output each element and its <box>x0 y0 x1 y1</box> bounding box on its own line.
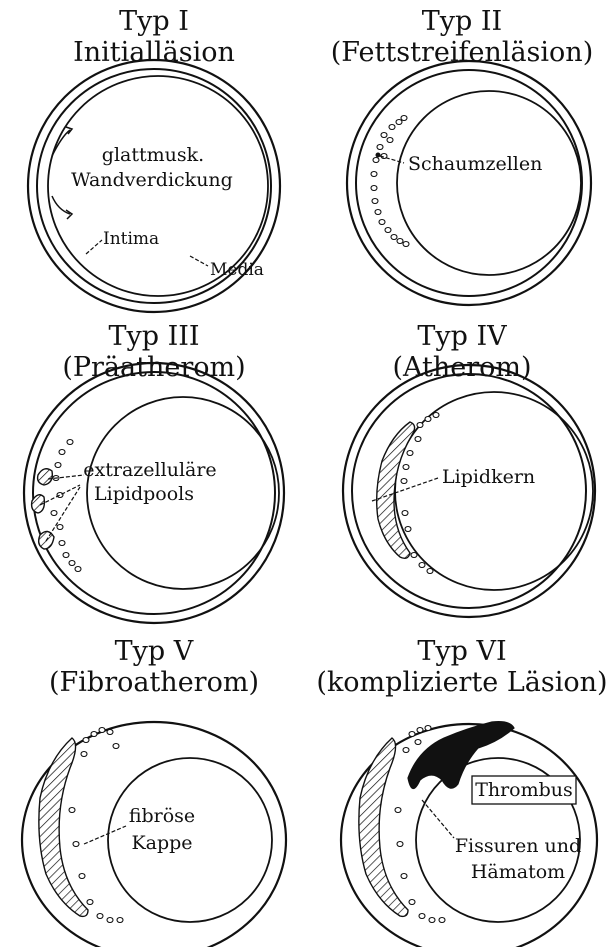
label-kappe: Kappe <box>131 832 192 854</box>
lipid-pool-upper <box>38 469 53 485</box>
label-fibroese: fibröse <box>129 805 195 827</box>
panel-typ-5: Typ V (Fibroatherom) fibröse Kappe <box>0 630 308 945</box>
vessel-lumen <box>397 91 581 275</box>
panel-typ-3: Typ III (Präatherom) extrazelluläre Lipi… <box>0 315 308 630</box>
vessel-diagram-typ-5: fibröse Kappe <box>0 630 308 947</box>
label-lipidkern: Lipidkern <box>442 466 535 488</box>
leader-fibroese-kappe <box>84 826 126 844</box>
label-extrazellulaere: extrazelluläre <box>83 459 216 481</box>
panel-typ-1: Typ I Initialläsion glattmusk. Wandverdi… <box>0 0 308 315</box>
label-thrombus: Thrombus <box>475 779 573 801</box>
label-wandverdickung: Wandverdickung <box>71 169 233 191</box>
label-glattmusk: glattmusk. <box>102 144 204 166</box>
panel-typ-2: Typ II (Fettstreifenläsion) Schaumzellen <box>308 0 616 315</box>
vessel-diagram-typ-3: extrazelluläre Lipidpools <box>0 315 308 630</box>
curved-arrow-lower-head <box>66 210 72 219</box>
leader-intima <box>86 240 102 254</box>
panel-typ-6: Typ VI (komplizierte Läsion) Thrombus Fi… <box>308 630 616 945</box>
label-lipidpools: Lipidpools <box>94 483 194 505</box>
lipid-core <box>359 738 408 916</box>
foam-cells <box>371 116 409 247</box>
lipid-core <box>39 738 88 916</box>
label-fissuren-und: Fissuren und <box>455 835 581 857</box>
panel-typ-4: Typ IV (Atherom) Lipidkern <box>308 315 616 630</box>
vessel-diagram-typ-2: Schaumzellen <box>308 0 616 315</box>
label-media: Media <box>210 260 264 280</box>
vessel-outer-wall <box>347 61 591 305</box>
vessel-media-ring <box>356 70 582 296</box>
foam-cells <box>69 728 123 923</box>
vessel-diagram-typ-1: glattmusk. Wandverdickung Intima Media <box>0 0 308 315</box>
label-haematom: Hämatom <box>471 861 565 883</box>
foam-cell-marker <box>376 153 381 158</box>
leader-fissuren <box>422 800 454 838</box>
label-schaumzellen: Schaumzellen <box>408 153 542 175</box>
vessel-diagram-typ-6: Thrombus Fissuren und Hämatom <box>308 630 616 947</box>
label-intima: Intima <box>103 229 159 249</box>
leader-media <box>190 256 208 266</box>
lipid-pool-cells <box>51 440 81 572</box>
vessel-diagram-typ-4: Lipidkern <box>308 315 616 630</box>
